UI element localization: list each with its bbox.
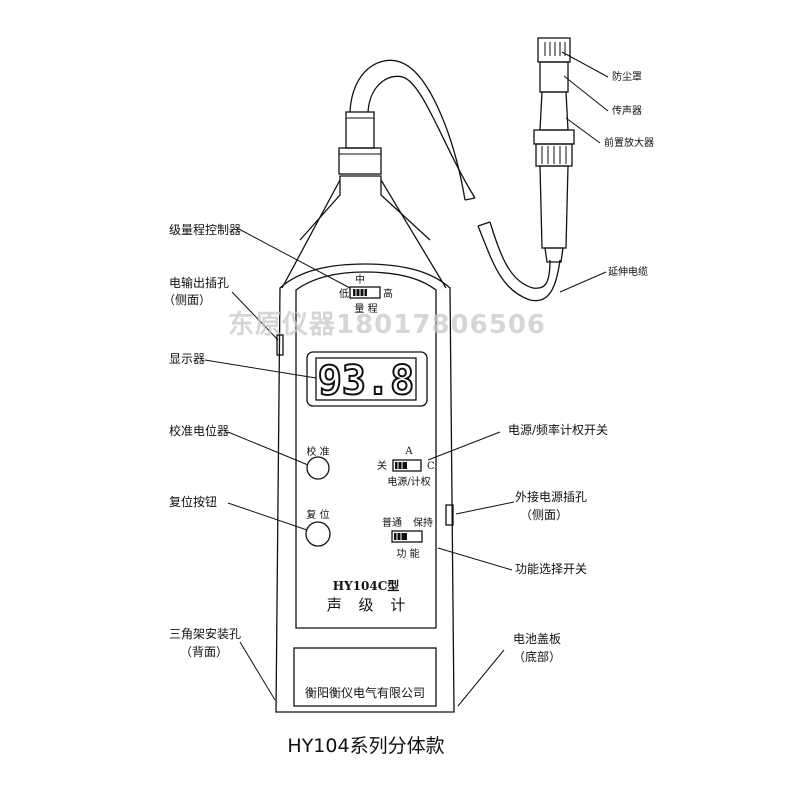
range-name-label: 量 程 <box>354 303 377 315</box>
function-name-label: 功 能 <box>396 547 419 560</box>
callout-microphone: 传声器 <box>612 104 642 117</box>
function-switch[interactable]: 普通 保持 功 能 <box>382 516 433 560</box>
callout-ext-power-jack-note: （侧面） <box>520 508 568 522</box>
power-c-label: C <box>427 461 435 472</box>
callout-extension-cable: 延伸电缆 <box>608 265 648 278</box>
caption: HY104系列分体款 <box>287 735 444 757</box>
display: 93.8 <box>306 351 428 407</box>
callout-windscreen: 防尘罩 <box>612 70 642 83</box>
callout-output-jack: 电输出插孔 <box>169 275 229 290</box>
callout-display: 显示器 <box>169 352 205 366</box>
cable-upper <box>349 59 476 201</box>
callout-battery-cover: 电池盖板 <box>513 632 561 646</box>
function-hold-label: 保持 <box>413 516 433 529</box>
power-off-label: 关 <box>377 459 387 472</box>
callout-calib-pot: 校准电位器 <box>169 423 229 438</box>
callout-power-freq-switch: 电源/频率计权开关 <box>508 422 608 437</box>
callout-tripod-hole: 三角架安装孔 <box>169 626 241 641</box>
company-label: 衡阳衡仪电气有限公司 <box>305 685 425 700</box>
callout-ext-power-jack: 外接电源插孔 <box>515 489 587 504</box>
cable-connector <box>338 111 382 175</box>
callout-output-jack-note: （侧面） <box>163 293 211 307</box>
range-high-label: 高 <box>383 287 393 300</box>
model-label: HY104C型 <box>333 578 400 593</box>
range-mid-label: 中 <box>355 273 365 286</box>
cable-lower <box>477 221 561 302</box>
probe <box>533 37 575 263</box>
calibration-label: 校 准 <box>306 445 329 458</box>
product-name-label: 声 级 计 <box>327 596 412 614</box>
callout-tripod-hole-note: （背面） <box>180 645 228 659</box>
reset-button[interactable]: 复 位 <box>305 508 331 547</box>
callout-function-switch: 功能选择开关 <box>515 562 587 576</box>
reset-label: 复 位 <box>306 508 329 521</box>
watermark: 东原仪器18017806506 <box>228 309 546 340</box>
function-normal-label: 普通 <box>382 516 402 529</box>
callout-range-controller: 级量程控制器 <box>169 222 241 237</box>
display-readout: 93.8 <box>318 358 414 404</box>
calibration-potentiometer[interactable]: 校 准 <box>306 445 330 480</box>
callout-battery-cover-note: （底部） <box>513 649 561 664</box>
power-weighting-switch[interactable]: A 关 C 电源/计权 <box>377 446 435 488</box>
power-a-label: A <box>404 446 413 457</box>
range-low-label: 低 <box>339 287 349 300</box>
callout-reset-button: 复位按钮 <box>169 494 217 509</box>
callout-preamp: 前置放大器 <box>604 136 654 149</box>
leader-lines <box>204 51 609 707</box>
range-switch[interactable]: 中 低 高 量 程 <box>339 273 393 315</box>
power-name-label: 电源/计权 <box>387 475 430 488</box>
meter-body <box>275 175 455 713</box>
